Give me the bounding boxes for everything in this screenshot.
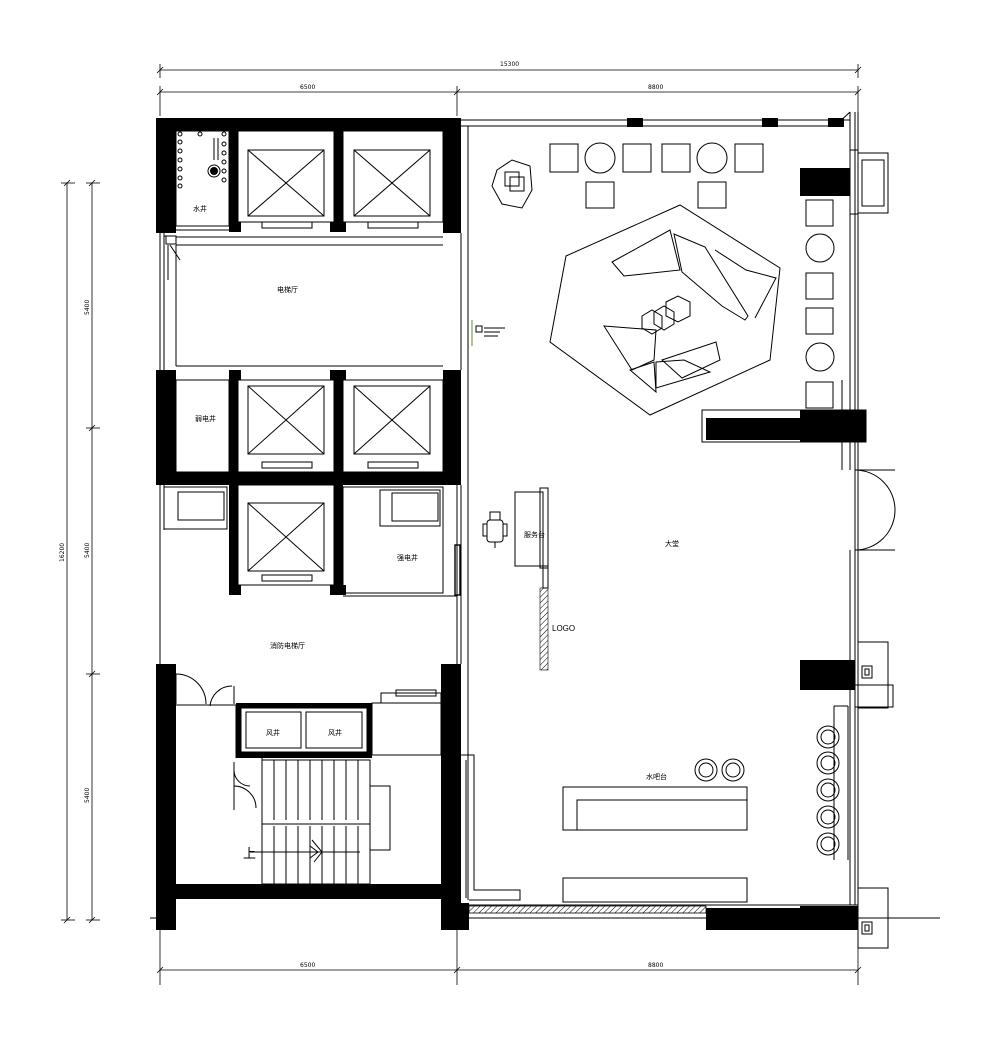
lounge-right-column	[805, 199, 835, 409]
hexagon-lounge	[549, 204, 781, 416]
label-elevator-hall: 电梯厅	[277, 285, 298, 294]
elevator-3	[237, 379, 335, 473]
elevator-1	[237, 130, 335, 229]
lounge-top-row	[549, 142, 764, 209]
dimension-lines	[61, 64, 862, 985]
label-air-shaft-1: 风井	[266, 728, 280, 737]
entrance-door	[854, 469, 896, 551]
label-water-shaft: 水井	[193, 204, 207, 213]
elevator-2	[342, 130, 444, 229]
label-logo-wall: LOGO	[552, 624, 575, 633]
elevator-4	[342, 379, 444, 473]
core-walls	[156, 118, 802, 930]
dim-left-bottom: 6500	[300, 962, 315, 969]
label-air-shaft-2: 风井	[328, 728, 342, 737]
signage-marker	[471, 320, 505, 346]
dim-seg-1: 5400	[84, 300, 91, 315]
facade-columns	[701, 149, 894, 949]
core-doors	[164, 235, 257, 809]
label-water-bar: 水吧台	[646, 772, 667, 781]
label-fire-elevator-hall: 消防电梯厅	[270, 641, 305, 650]
dim-total-top: 15300	[500, 61, 519, 68]
dim-right-bottom: 8800	[648, 962, 663, 969]
office-chair-icon	[482, 511, 508, 548]
bar-stools	[816, 725, 840, 856]
label-weak-current-shaft: 弱电井	[195, 414, 216, 423]
dim-seg-3: 5400	[84, 788, 91, 803]
pipe-icons	[177, 131, 227, 189]
elevator-5-fire	[237, 484, 335, 586]
core-room-outlines	[159, 130, 461, 884]
label-stair-up: 上	[243, 847, 256, 862]
water-bar	[562, 758, 748, 903]
plant-icon	[491, 159, 533, 209]
label-lobby: 大堂	[665, 539, 679, 548]
label-strong-current-shaft: 强电井	[397, 553, 418, 562]
dim-left-top: 6500	[300, 84, 315, 91]
dim-seg-2: 5400	[84, 543, 91, 558]
service-desk	[514, 487, 549, 671]
staircase	[250, 759, 391, 885]
dim-total-left: 16200	[59, 543, 66, 562]
elevator-cabins	[237, 130, 444, 586]
dim-right-top: 8800	[648, 84, 663, 91]
label-service-desk: 服务台	[524, 530, 545, 539]
